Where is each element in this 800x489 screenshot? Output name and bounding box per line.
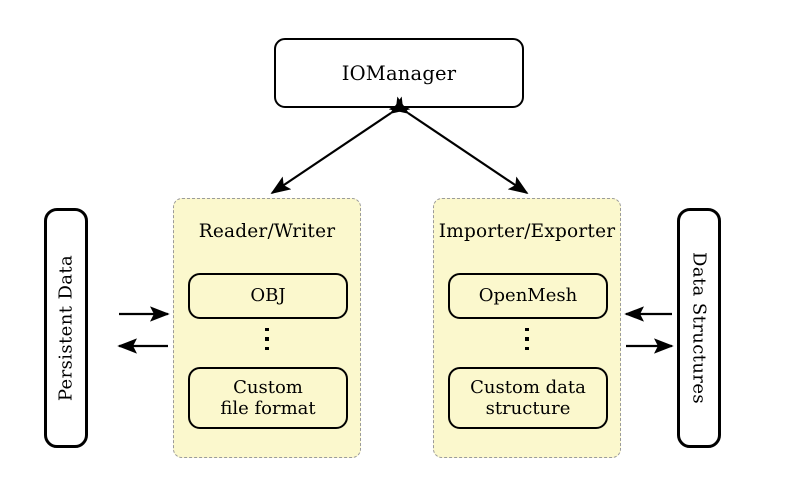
ellipsis-dot — [525, 337, 529, 341]
panel-reader-writer[interactable]: Reader/Writer OBJ Custom file format — [173, 198, 361, 458]
ellipsis-importer-exporter — [434, 328, 620, 351]
item-custom-data-structure-line1: Custom data — [470, 376, 586, 398]
item-obj-label: OBJ — [250, 285, 286, 307]
ellipsis-dot — [265, 328, 269, 332]
item-custom-file-format-label: Custom file format — [220, 377, 315, 419]
node-data-structures[interactable]: Data Structures — [677, 208, 721, 448]
data-structures-label: Data Structures — [688, 251, 710, 405]
ellipsis-dot — [525, 346, 529, 351]
item-openmesh-label: OpenMesh — [478, 285, 578, 307]
ellipsis-dot — [265, 346, 269, 351]
item-custom-data-structure-label: Custom data structure — [470, 377, 586, 419]
panel-importer-exporter-title: Importer/Exporter — [438, 221, 616, 242]
item-custom-file-format[interactable]: Custom file format — [188, 367, 348, 429]
ellipsis-dot — [525, 328, 529, 332]
item-custom-file-format-line2: file format — [220, 398, 316, 419]
item-custom-file-format-line1: Custom — [233, 376, 303, 398]
item-custom-data-structure[interactable]: Custom data structure — [448, 367, 608, 429]
ellipsis-dot — [265, 337, 269, 341]
node-io-manager[interactable]: IOManager — [274, 38, 524, 108]
panel-reader-writer-title: Reader/Writer — [198, 221, 336, 242]
item-openmesh[interactable]: OpenMesh — [448, 273, 608, 319]
arrow-manager-reader-writer — [270, 96, 411, 194]
panel-importer-exporter[interactable]: Importer/Exporter OpenMesh Custom data s… — [433, 198, 621, 458]
io-manager-label: IOManager — [341, 61, 457, 85]
item-custom-data-structure-line2: structure — [485, 398, 571, 419]
persistent-data-label: Persistent Data — [55, 254, 77, 402]
arrow-manager-importer-exporter — [388, 96, 529, 194]
ellipsis-reader-writer — [174, 328, 360, 351]
node-persistent-data[interactable]: Persistent Data — [44, 208, 88, 448]
item-obj[interactable]: OBJ — [188, 273, 348, 319]
